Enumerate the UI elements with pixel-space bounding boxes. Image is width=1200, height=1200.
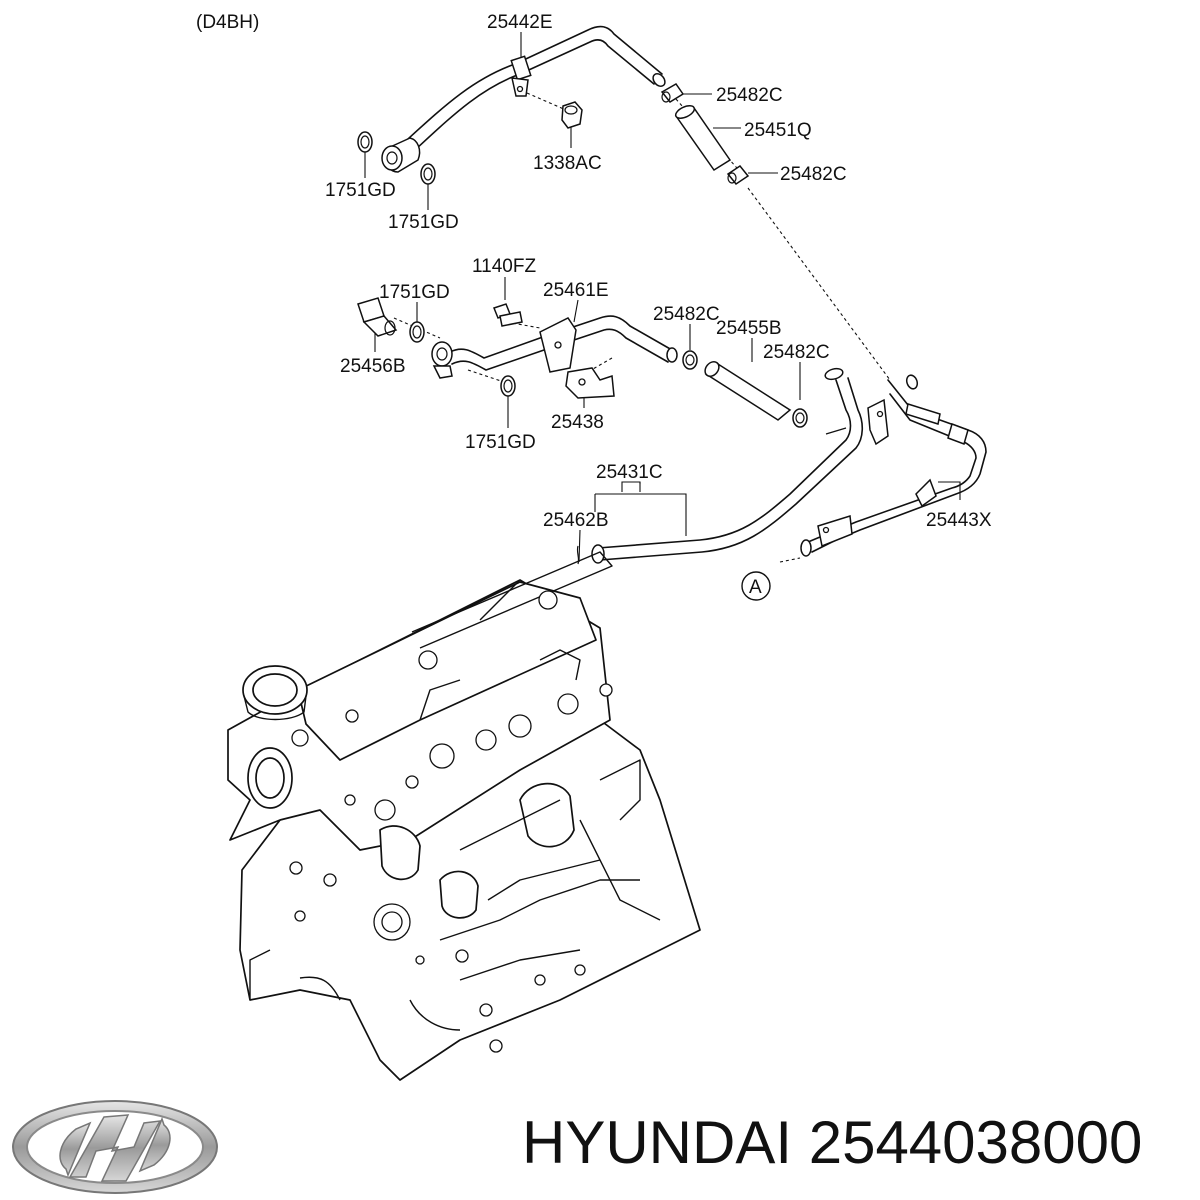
callout-25455B[interactable]: 25455B [716,318,782,339]
reference-marker-A-label: A [749,577,762,598]
clamp-25482C-second [726,164,750,186]
nut-1338AC [561,101,583,129]
callout-25443X[interactable]: 25443X [926,510,992,531]
clamp-25482C-third [682,350,698,370]
pipe-25431C [591,367,889,564]
callout-25431C[interactable]: 25431C [596,462,663,483]
pipe-25461E [431,315,678,379]
reference-marker-A: A [741,571,771,601]
callout-25482C-fourth[interactable]: 25482C [763,342,830,363]
clamp-25482C-upper [660,83,685,103]
brand-name: HYUNDAI [522,1109,793,1176]
callout-25462B[interactable]: 25462B [543,510,609,531]
callout-1751GD-d[interactable]: 1751GD [465,432,536,453]
gaskets-1751GD-upper [357,131,436,185]
callout-25451Q[interactable]: 25451Q [744,120,812,141]
callout-1338AC[interactable]: 1338AC [533,153,602,174]
engine-code-label: (D4BH) [196,12,259,33]
callout-1751GD-a[interactable]: 1751GD [325,180,396,201]
callout-25482C-upper[interactable]: 25482C [716,85,783,106]
gaskets-1751GD-mid [409,321,516,397]
callout-25456B[interactable]: 25456B [340,356,406,377]
callout-1751GD-c[interactable]: 1751GD [379,282,450,303]
callout-25482C-second[interactable]: 25482C [780,164,847,185]
callout-25442E[interactable]: 25442E [487,12,553,33]
hose-25455B [704,361,792,421]
pipe-25443X [800,374,987,557]
bolt-1140FZ [493,303,523,327]
engine-block-illustration [227,551,701,1081]
callout-1751GD-b[interactable]: 1751GD [388,212,459,233]
clip-25462B [576,545,580,565]
hose-25451Q [674,105,732,172]
clamp-25482C-fourth [792,408,808,428]
callout-1140FZ[interactable]: 1140FZ [472,256,536,277]
pipe-25442E [381,25,666,173]
bracket-25438 [565,367,615,399]
callout-25461E[interactable]: 25461E [543,280,609,301]
part-caption: HYUNDAI 2544038000 [522,1108,1192,1178]
fitting-25456B [357,297,398,337]
callout-25438[interactable]: 25438 [551,412,604,433]
leader-lines [364,32,961,563]
hyundai-logo-icon [12,1100,218,1194]
part-number: 2544038000 [808,1109,1143,1176]
callout-25482C-third[interactable]: 25482C [653,304,720,325]
